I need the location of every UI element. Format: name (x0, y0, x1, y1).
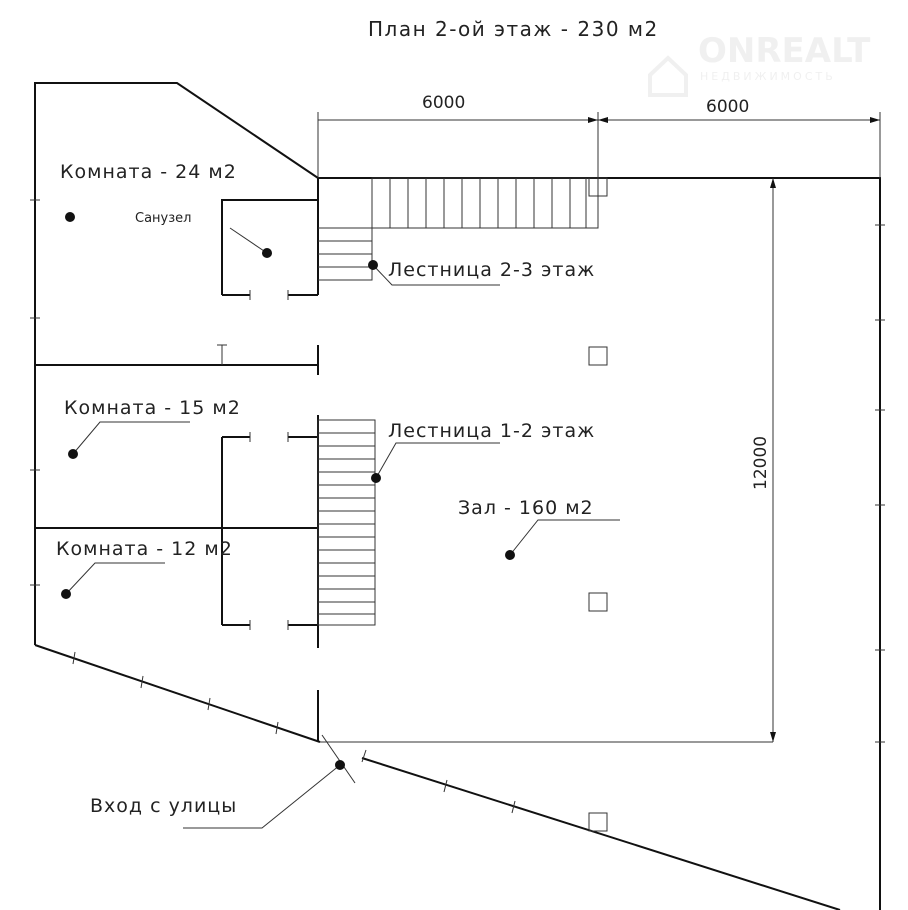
label-entrance: Вход с улицы (90, 795, 237, 817)
watermark-sub: НЕДВИЖИМОСТЬ (700, 70, 836, 83)
watermark: ONREALT НЕДВИЖИМОСТЬ (648, 31, 871, 97)
stairs-1-2 (317, 419, 376, 626)
dimension-top-left: 6000 (422, 93, 465, 113)
stairs-2-3 (318, 177, 599, 281)
room-labels: Комната - 24 м2 Санузел Лестница 2-3 эта… (56, 161, 620, 829)
label-bathroom: Санузел (135, 211, 191, 226)
label-room-24: Комната - 24 м2 (60, 161, 237, 183)
dimensions: 6000 6000 12000 (317, 93, 881, 743)
watermark-brand: ONREALT (698, 31, 871, 71)
label-room-12: Комната - 12 м2 (56, 538, 233, 560)
outer-walls (30, 82, 885, 910)
dimension-top-right: 6000 (706, 97, 749, 117)
interior-walls (35, 178, 319, 742)
plan-title: План 2-ой этаж - 230 м2 (368, 17, 659, 41)
columns (588, 177, 608, 832)
label-stairs-1-2: Лестница 1-2 этаж (388, 420, 595, 442)
dimension-vertical: 12000 (751, 436, 771, 490)
label-hall: Зал - 160 м2 (458, 497, 594, 519)
label-room-15: Комната - 15 м2 (64, 397, 241, 419)
label-stairs-2-3: Лестница 2-3 этаж (388, 259, 595, 281)
